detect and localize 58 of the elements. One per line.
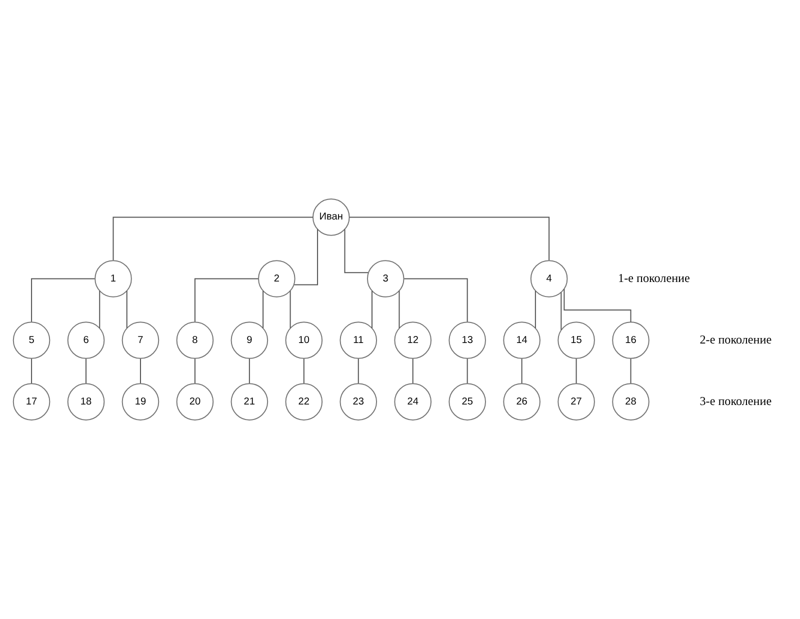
connector <box>412 358 414 384</box>
connector <box>358 358 359 384</box>
connector <box>404 278 468 322</box>
node-circle: 21 <box>230 383 268 420</box>
node-circle: 1 <box>94 260 132 298</box>
connector <box>290 290 291 328</box>
connector <box>630 358 632 384</box>
connector <box>521 358 522 384</box>
connector <box>576 358 577 384</box>
connector <box>466 358 468 384</box>
node-circle: 16 <box>612 322 650 359</box>
node-circle: 27 <box>558 383 595 420</box>
node-circle: 25 <box>448 383 486 420</box>
node-circle: 10 <box>285 322 323 359</box>
connector <box>248 358 250 384</box>
connector <box>534 290 536 328</box>
node-circle: 20 <box>176 383 214 420</box>
node-circle: 17 <box>12 383 50 420</box>
connector <box>344 229 368 274</box>
node-circle: 14 <box>503 322 540 359</box>
node-circle: 13 <box>448 322 486 359</box>
node-circle: 15 <box>558 322 595 359</box>
connector <box>126 290 128 328</box>
node-circle: Иван <box>312 198 350 236</box>
connector <box>294 229 318 286</box>
connector <box>262 290 264 328</box>
node-circle: 5 <box>12 322 50 359</box>
connector <box>303 358 304 384</box>
label: 3-е поколение <box>700 394 772 408</box>
node-circle: 22 <box>285 383 323 420</box>
node-circle: 4 <box>530 260 568 298</box>
node-circle: 26 <box>503 383 540 420</box>
connector <box>112 216 313 260</box>
node-circle: 19 <box>122 383 160 420</box>
connector <box>194 358 196 384</box>
node-circle: 9 <box>230 322 268 359</box>
node-circle: 2 <box>258 260 296 298</box>
node-circle: 6 <box>67 322 105 359</box>
connector <box>140 358 141 384</box>
node-circle: 11 <box>340 322 378 359</box>
label: 1-е поколение <box>618 270 690 285</box>
connector <box>31 358 32 384</box>
node-circle: 7 <box>122 322 160 359</box>
connector <box>86 358 87 384</box>
label: 2-е поколение <box>700 332 772 346</box>
node-circle: 23 <box>340 383 378 420</box>
connector <box>560 292 562 330</box>
connector <box>31 278 95 322</box>
node-circle: 8 <box>176 322 214 359</box>
node-circle: 3 <box>366 260 404 298</box>
node-circle: 12 <box>394 322 432 359</box>
connector <box>349 216 550 260</box>
node-circle: 24 <box>394 383 432 420</box>
connector <box>99 290 100 328</box>
connector <box>194 278 258 322</box>
node-circle: 28 <box>612 383 650 420</box>
connector <box>398 290 400 328</box>
node-circle: 18 <box>67 383 105 420</box>
